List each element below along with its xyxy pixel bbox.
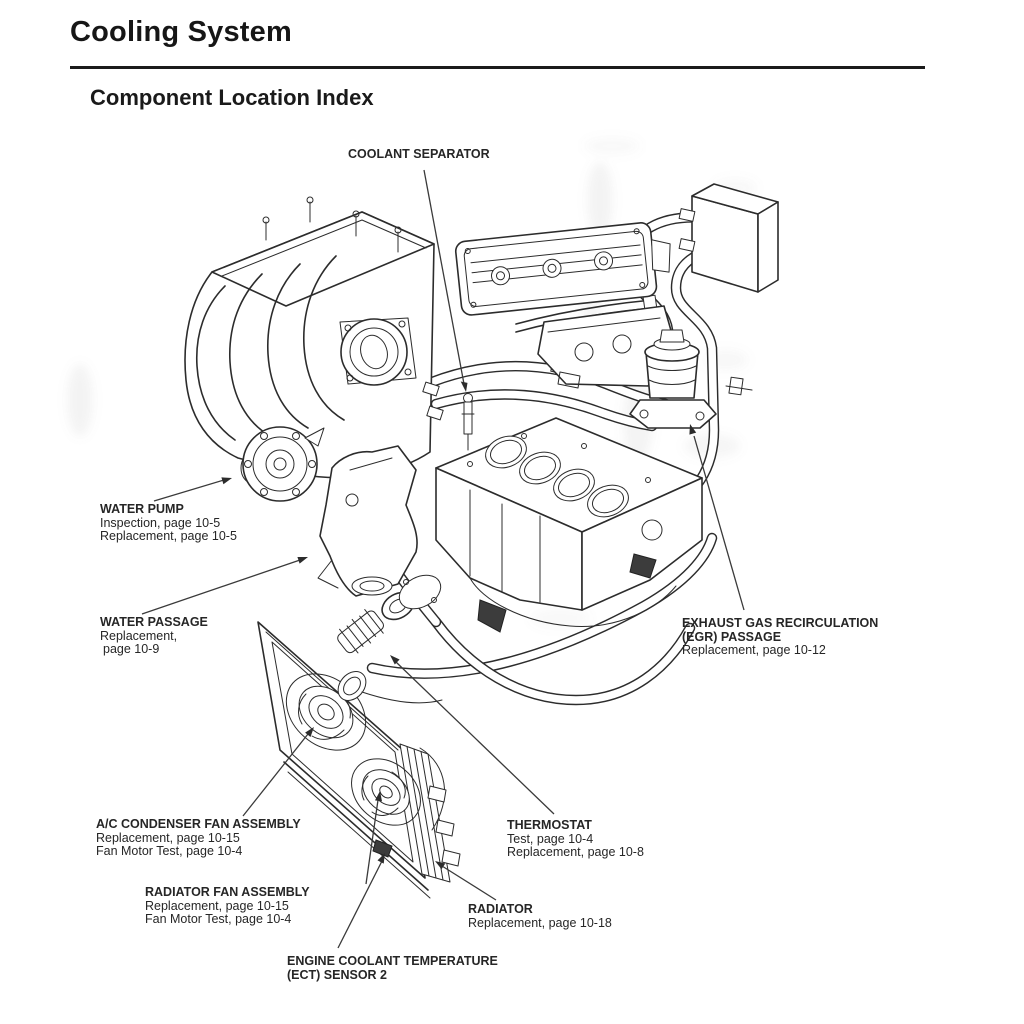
engine-block bbox=[435, 417, 703, 633]
leader-water-passage bbox=[141, 559, 301, 615]
title-rule bbox=[70, 66, 925, 69]
callout-title: RADIATOR bbox=[468, 902, 533, 916]
leader-coolant-separator bbox=[423, 169, 465, 385]
callout-detail: Replacement, page 10-18 bbox=[468, 915, 612, 930]
callout-radiator-fan: RADIATOR FAN ASSEMBLY Replacement, page … bbox=[145, 885, 310, 927]
leader-egr-passage bbox=[693, 435, 745, 611]
leader-radiator bbox=[441, 865, 497, 901]
section-heading: Component Location Index bbox=[90, 85, 374, 110]
coolant-separator-part bbox=[461, 393, 475, 451]
callout-ect-sensor: ENGINE COOLANT TEMPERATURE (ECT) SENSOR … bbox=[287, 954, 498, 982]
water-passage-part bbox=[317, 445, 418, 597]
callout-detail: Fan Motor Test, page 10-4 bbox=[145, 912, 292, 927]
egr-valve bbox=[629, 329, 717, 429]
callout-title: WATER PASSAGE bbox=[100, 615, 208, 629]
callout-egr-passage: EXHAUST GAS RECIRCULATION (EGR) PASSAGE … bbox=[682, 616, 879, 658]
ect-sensor-part bbox=[372, 839, 393, 858]
callout-title: (ECT) SENSOR 2 bbox=[287, 967, 388, 982]
intake-manifold bbox=[184, 196, 444, 479]
callout-detail: Replacement, bbox=[100, 628, 178, 643]
callout-water-pump: WATER PUMP Inspection, page 10-5 Replace… bbox=[100, 502, 237, 544]
callout-ac-condenser-fan: A/C CONDENSER FAN ASSEMBLY Replacement, … bbox=[96, 817, 301, 859]
cylinder-head bbox=[537, 305, 677, 389]
callout-title: A/C CONDENSER FAN ASSEMBLY bbox=[96, 817, 301, 831]
callout-detail: Replacement, page 10-15 bbox=[145, 898, 289, 913]
callout-radiator: RADIATOR Replacement, page 10-18 bbox=[468, 902, 612, 930]
thermostat-part bbox=[337, 574, 442, 654]
callout-thermostat: THERMOSTAT Test, page 10-4 Replacement, … bbox=[507, 818, 644, 860]
callout-detail: Test, page 10-4 bbox=[507, 831, 594, 846]
radiator-fan-part bbox=[351, 758, 421, 826]
callout-title: THERMOSTAT bbox=[507, 818, 592, 832]
callout-title: EXHAUST GAS RECIRCULATION bbox=[682, 616, 879, 630]
page-title: Cooling System bbox=[70, 16, 292, 48]
callout-detail: Fan Motor Test, page 10-4 bbox=[96, 844, 243, 859]
leader-thermostat bbox=[395, 661, 555, 815]
leader-ac-fan bbox=[242, 733, 309, 817]
leader-lines bbox=[141, 169, 745, 949]
callout-title: COOLANT SEPARATOR bbox=[348, 147, 490, 161]
callout-coolant-separator: COOLANT SEPARATOR bbox=[348, 147, 490, 162]
callout-title: RADIATOR FAN ASSEMBLY bbox=[145, 885, 310, 899]
callout-title: ENGINE COOLANT TEMPERATURE bbox=[287, 954, 498, 968]
callout-detail: Inspection, page 10-5 bbox=[100, 515, 221, 530]
callout-detail: Replacement, page 10-15 bbox=[96, 830, 240, 845]
ac-condenser-fan-part bbox=[285, 673, 367, 751]
leader-ect-sensor bbox=[337, 860, 383, 949]
valve-cover bbox=[454, 222, 671, 316]
callout-detail: Replacement, page 10-12 bbox=[682, 643, 826, 658]
callout-water-passage: WATER PASSAGE Replacement, page 10-9 bbox=[100, 615, 208, 657]
callout-detail: Replacement, page 10-5 bbox=[100, 529, 237, 544]
leader-radiator-fan bbox=[365, 799, 379, 885]
callout-detail: page 10-9 bbox=[103, 642, 160, 657]
leader-water-pump bbox=[153, 479, 225, 502]
callout-detail: Replacement, page 10-8 bbox=[507, 845, 644, 860]
egr-cooler-block bbox=[678, 183, 779, 293]
radiator-assembly bbox=[257, 621, 461, 899]
water-pump-part bbox=[240, 426, 325, 502]
callout-title: (EGR) PASSAGE bbox=[682, 629, 782, 644]
callout-title: WATER PUMP bbox=[100, 502, 184, 516]
